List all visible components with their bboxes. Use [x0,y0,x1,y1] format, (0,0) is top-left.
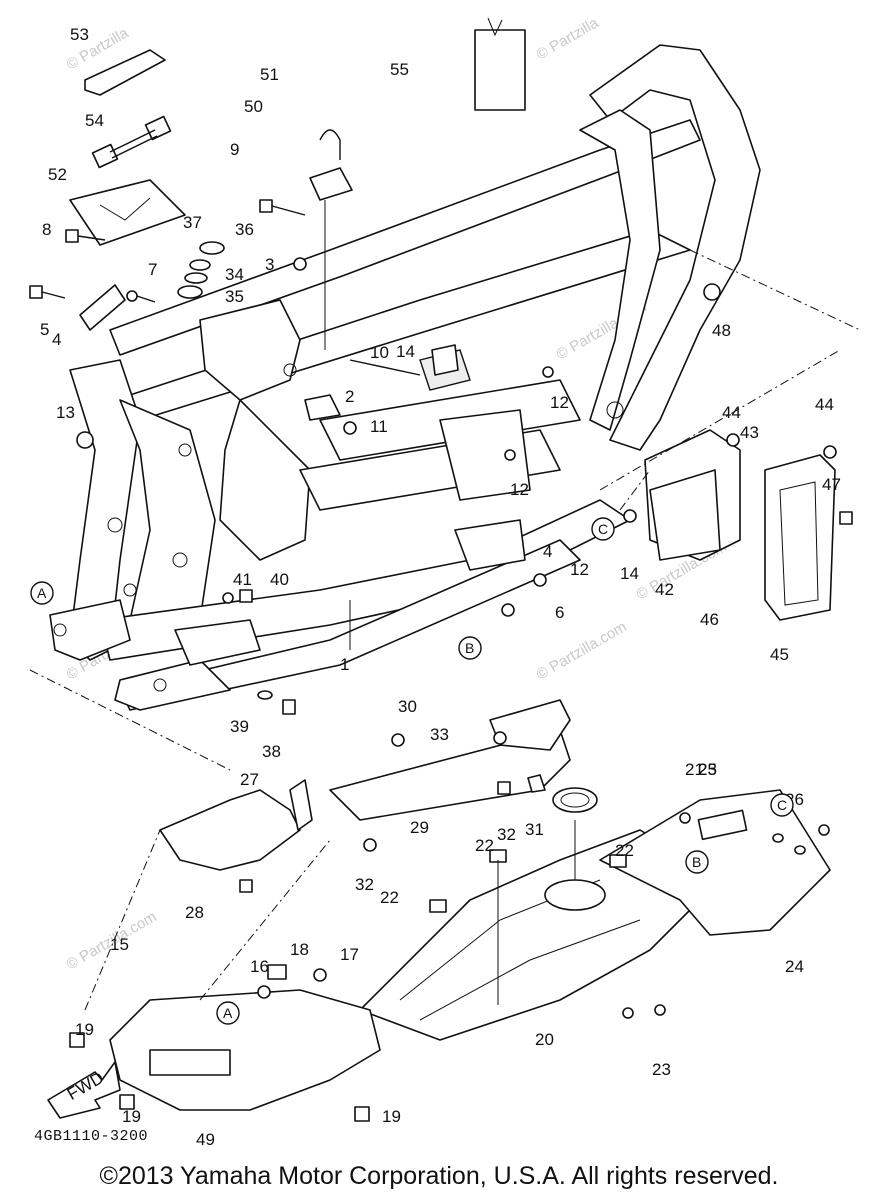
svg-text:© Partzilla.com: © Partzilla.com [534,618,630,683]
callout-11: 11 [370,417,388,436]
callout-42: 42 [655,580,674,599]
callout-39: 39 [230,717,249,736]
ref-mark-label: C [777,797,787,813]
callout-55: 55 [390,60,409,79]
ref-mark-label: C [598,521,608,537]
ref-mark-label: B [692,854,701,870]
callout-23: 23 [652,1060,671,1079]
part-54-strap [91,115,172,169]
callout-13: 13 [56,403,75,422]
callout-9: 9 [230,140,239,159]
callout-49: 49 [196,1130,215,1149]
callout-52: 52 [48,165,67,184]
bolt-8 [65,229,106,243]
callout-28: 28 [185,903,204,922]
part-24-guard [599,789,831,936]
callout-12: 12 [570,560,589,579]
callout-4: 4 [52,330,61,349]
ref-mark-label: A [37,585,47,601]
callout-54: 54 [85,111,104,130]
diagram-code: 4GB1110-3200 [34,1128,149,1145]
battery-box-assy [644,429,836,621]
callout-35: 35 [225,287,244,306]
ref-mark-c [591,517,615,541]
callout-38: 38 [262,742,281,761]
part-55-label [474,29,526,111]
callout-29: 29 [410,818,429,837]
callout-46: 46 [700,610,719,629]
callout-43: 43 [740,423,759,442]
reference-marks: A A B B C C [30,517,794,1025]
ref-mark-a [30,581,54,605]
ref-mark-b [458,636,482,660]
callout-32: 32 [497,825,516,844]
callout-22: 22 [380,888,399,907]
callout-32: 32 [355,875,374,894]
part-27-guard [159,789,301,871]
part-53-pad [84,49,166,96]
callout-37: 37 [183,213,202,232]
callout-20: 20 [535,1030,554,1049]
callout-4: 4 [543,542,552,561]
callout-3: 3 [265,255,274,274]
part-15-front-guard [109,989,381,1111]
callout-50: 50 [244,97,263,116]
callout-27: 27 [240,770,259,789]
callout-25: 25 [698,760,717,779]
fwd-arrow: FWD [47,1061,121,1119]
callout-12: 12 [550,393,569,412]
callout-22: 22 [615,841,634,860]
ref-mark-label: A [223,1005,233,1021]
callout-5: 5 [40,320,49,339]
callout-2: 2 [345,387,354,406]
ref-mark-b [685,850,709,874]
callout-6: 6 [555,603,564,622]
callout-1: 1 [340,655,349,674]
bolt-5 [29,285,66,299]
callout-33: 33 [430,725,449,744]
callout-30: 30 [398,697,417,716]
callout-40: 40 [270,570,289,589]
callout-8: 8 [42,220,51,239]
callout-41: 41 [233,570,252,589]
part-50-bracket [309,167,353,201]
part-49-reflector [149,1049,231,1076]
callout-10: 10 [370,343,389,362]
callout-15: 15 [110,935,129,954]
callout-47: 47 [822,475,841,494]
callout-36: 36 [235,220,254,239]
callout-19: 19 [382,1107,401,1126]
callout-53: 53 [70,25,89,44]
callout-31: 31 [525,820,544,839]
callout-21: 21 [685,760,704,779]
callout-45: 45 [770,645,789,664]
callout-44: 44 [722,403,741,422]
callout-7: 7 [148,260,157,279]
callout-19: 19 [122,1107,141,1126]
callout-24: 24 [785,957,804,976]
callout-16: 16 [250,957,269,976]
callout-34: 34 [225,265,244,284]
ref-mark-a [216,1001,240,1025]
callout-14: 14 [396,342,415,361]
callout-44: 44 [815,395,834,414]
main-frame [49,44,761,711]
callout-51: 51 [260,65,279,84]
ref-mark-label: B [465,640,474,656]
callout-17: 17 [340,945,359,964]
callout-23: 23 [698,760,717,779]
copyright-notice: ©2013 Yamaha Motor Corporation, U.S.A. A… [99,1162,779,1190]
bolt-9 [259,199,306,216]
part-52-case [69,179,186,246]
svg-text:© Partzilla: © Partzilla [534,14,602,63]
callout-12: 12 [510,480,529,499]
callout-48: 48 [712,321,731,340]
callout-22: 22 [475,836,494,855]
callout-14: 14 [620,564,639,583]
ref-mark-c [770,793,794,817]
callout-19: 19 [75,1020,94,1039]
callout-18: 18 [290,940,309,959]
